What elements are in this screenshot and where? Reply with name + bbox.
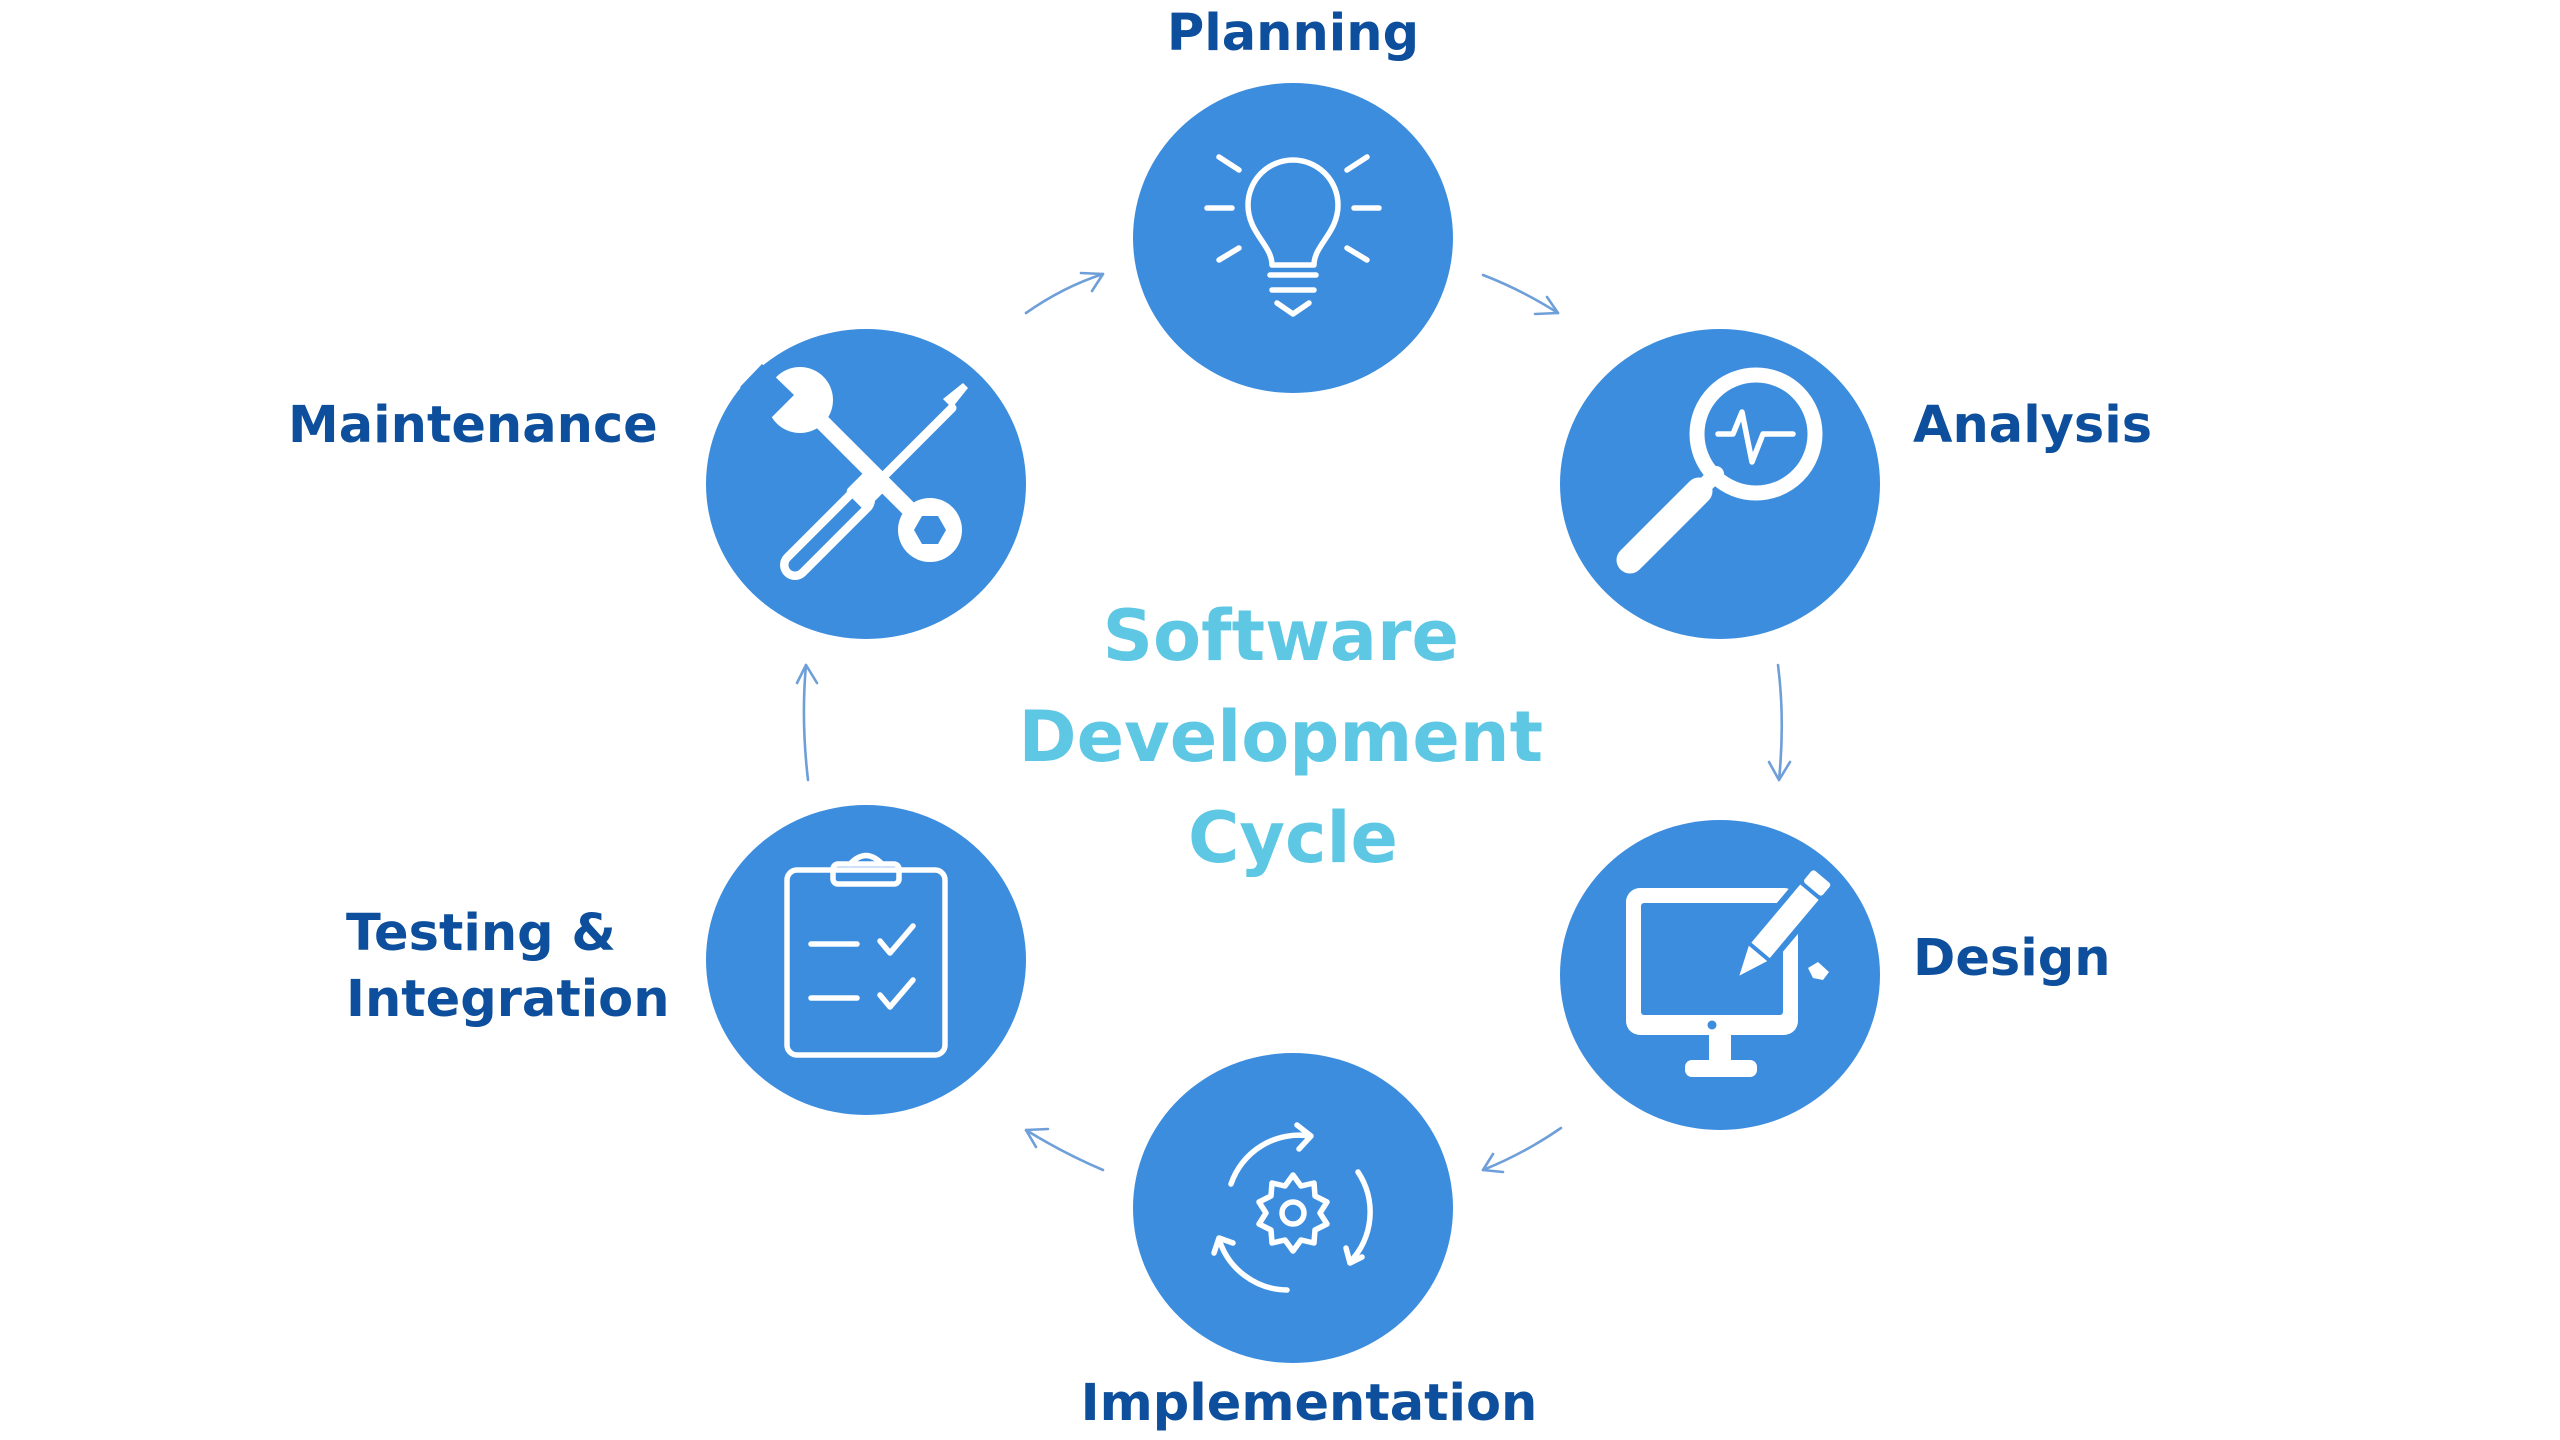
magnifier-icon [1616, 367, 1823, 574]
center-title-line-1: Software [1103, 595, 1459, 677]
stage-design-label: Design [1913, 929, 2111, 988]
stage-design-label-line: Design [1913, 929, 2111, 988]
stage-analysis-label-line: Analysis [1913, 396, 2152, 455]
stage-planning-circle [1133, 83, 1453, 393]
stage-testing-label-line-1: Testing & [346, 904, 616, 963]
stage-design: Design [1560, 820, 2111, 1130]
center-title-line-3: Cycle [1188, 797, 1398, 879]
stage-planning: Planning [1133, 4, 1453, 393]
stage-analysis: Analysis [1560, 329, 2152, 639]
stage-maintenance: Maintenance [288, 329, 1026, 639]
gear-cycle-icon [1211, 1122, 1373, 1293]
stage-testing-label-line-2: Integration [346, 970, 670, 1029]
stage-analysis-label: Analysis [1913, 396, 2152, 455]
clipboard-checklist-icon [784, 852, 948, 1058]
center-title-line-2: Development [1019, 696, 1544, 778]
stage-implementation-label-line: Implementation [1081, 1374, 1538, 1433]
stage-testing: Testing & Integration [346, 805, 1026, 1115]
arrow-testing-to-maintenance [795, 663, 819, 782]
tools-icon [740, 364, 968, 580]
arrow-analysis-to-design [1767, 663, 1792, 782]
arrow-maintenance-to-planning [1024, 271, 1105, 315]
stage-planning-label-line: Planning [1167, 4, 1419, 63]
stage-planning-label: Planning [1167, 4, 1419, 63]
stage-implementation: Implementation [1081, 1053, 1538, 1433]
stage-implementation-circle [1133, 1053, 1453, 1363]
arrow-implementation-to-testing [1024, 1127, 1105, 1172]
lightbulb-icon [1204, 154, 1382, 317]
stage-testing-circle [706, 805, 1026, 1115]
arrow-planning-to-analysis [1481, 273, 1560, 316]
stage-maintenance-label: Maintenance [288, 396, 658, 455]
center-title: Software Development Cycle [1019, 595, 1568, 879]
stage-maintenance-label-line: Maintenance [288, 396, 658, 455]
stage-implementation-label: Implementation [1081, 1374, 1538, 1433]
stage-testing-label: Testing & Integration [346, 904, 670, 1029]
monitor-pencil-icon [1626, 865, 1836, 1077]
arrow-design-to-implementation [1481, 1126, 1563, 1174]
cycle-arrows [795, 271, 1792, 1174]
